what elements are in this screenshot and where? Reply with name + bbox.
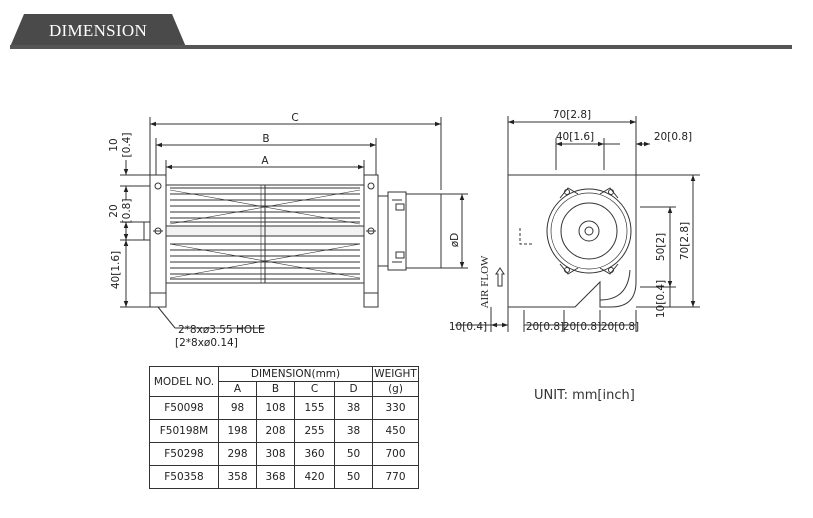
side-top-inner: 40[1.6] (556, 131, 594, 143)
col-header-d: D (334, 381, 373, 397)
dimension-table-wrap: MODEL NO. DIMENSION(mm) WEIGHT A B C D (… (149, 366, 419, 489)
cell-model: F50198M (149, 419, 219, 443)
cell-a: 98 (218, 396, 257, 420)
cell-b: 208 (256, 419, 295, 443)
col-header-c: C (294, 381, 335, 397)
cell-d: 38 (334, 419, 373, 443)
col-header-b: B (256, 381, 295, 397)
table-row: F50098 98 108 155 38 330 (149, 396, 419, 420)
dimension-header: DIMENSION(mm) (218, 366, 373, 382)
cell-a: 198 (218, 419, 257, 443)
cell-model: F50358 (149, 465, 219, 489)
model-header: MODEL NO. (149, 366, 219, 397)
left-dim-top-value: 10 (108, 138, 120, 151)
side-bottom-3: 20[0.8] (601, 321, 639, 333)
cell-b: 108 (256, 396, 295, 420)
dimension-table: MODEL NO. DIMENSION(mm) WEIGHT A B C D (… (149, 366, 419, 489)
cell-b: 368 (256, 465, 295, 489)
section-title: DIMENSION (48, 21, 148, 40)
cell-b: 308 (256, 442, 295, 466)
table-row: F50198M 198 208 255 38 450 (149, 419, 419, 443)
hole-note-mm: 2*8xø3.55 HOLE (178, 324, 265, 336)
dim-label-b: B (262, 133, 269, 145)
left-dim-bottom: 40[1.6] (110, 251, 122, 289)
header-rule (10, 45, 792, 49)
weight-header: WEIGHT (372, 366, 419, 382)
side-top-width: 70[2.8] (553, 109, 591, 121)
cell-a: 358 (218, 465, 257, 489)
cell-model: F50098 (149, 396, 219, 420)
cell-d: 50 (334, 442, 373, 466)
dim-label-c: C (291, 112, 298, 124)
side-right-mid: 50[2] (655, 233, 667, 261)
cell-c: 155 (294, 396, 335, 420)
cell-c: 420 (294, 465, 335, 489)
cell-d: 38 (334, 396, 373, 420)
cell-a: 298 (218, 442, 257, 466)
cell-model: F50298 (149, 442, 219, 466)
hole-note-inch: [2*8xø0.14] (175, 337, 238, 349)
side-top-right: 20[0.8] (654, 131, 692, 143)
side-bottom-2: 20[0.8] (563, 321, 601, 333)
col-header-a: A (218, 381, 257, 397)
cell-d: 50 (334, 465, 373, 489)
dim-label-a: A (261, 155, 269, 167)
side-bottom-1: 20[0.8] (526, 321, 564, 333)
section-header: DIMENSION (0, 0, 813, 52)
side-right-height: 70[2.8] (679, 222, 691, 260)
table-row: F50358 358 368 420 50 770 (149, 465, 419, 489)
air-flow-label: AIR FLOW (479, 255, 491, 308)
table-row: F50298 298 308 360 50 700 (149, 442, 419, 466)
cell-weight: 450 (372, 419, 419, 443)
side-bottom-left: 10[0.4] (449, 321, 487, 333)
front-view (120, 117, 468, 329)
dim-label-d: øD (449, 233, 461, 248)
unit-note: UNIT: mm[inch] (534, 388, 635, 403)
left-dim-mid-value: 20 (108, 204, 120, 217)
side-view (455, 116, 700, 332)
weight-unit-header: (g) (372, 381, 419, 397)
left-dim-top-inch: [0.4] (121, 133, 133, 158)
side-right-small: 10[0.4] (655, 280, 667, 318)
cell-weight: 770 (372, 465, 419, 489)
cell-c: 360 (294, 442, 335, 466)
left-dim-mid-inch: [0.8] (121, 199, 133, 224)
cell-weight: 330 (372, 396, 419, 420)
cell-weight: 700 (372, 442, 419, 466)
header-tab (10, 14, 186, 47)
cell-c: 255 (294, 419, 335, 443)
